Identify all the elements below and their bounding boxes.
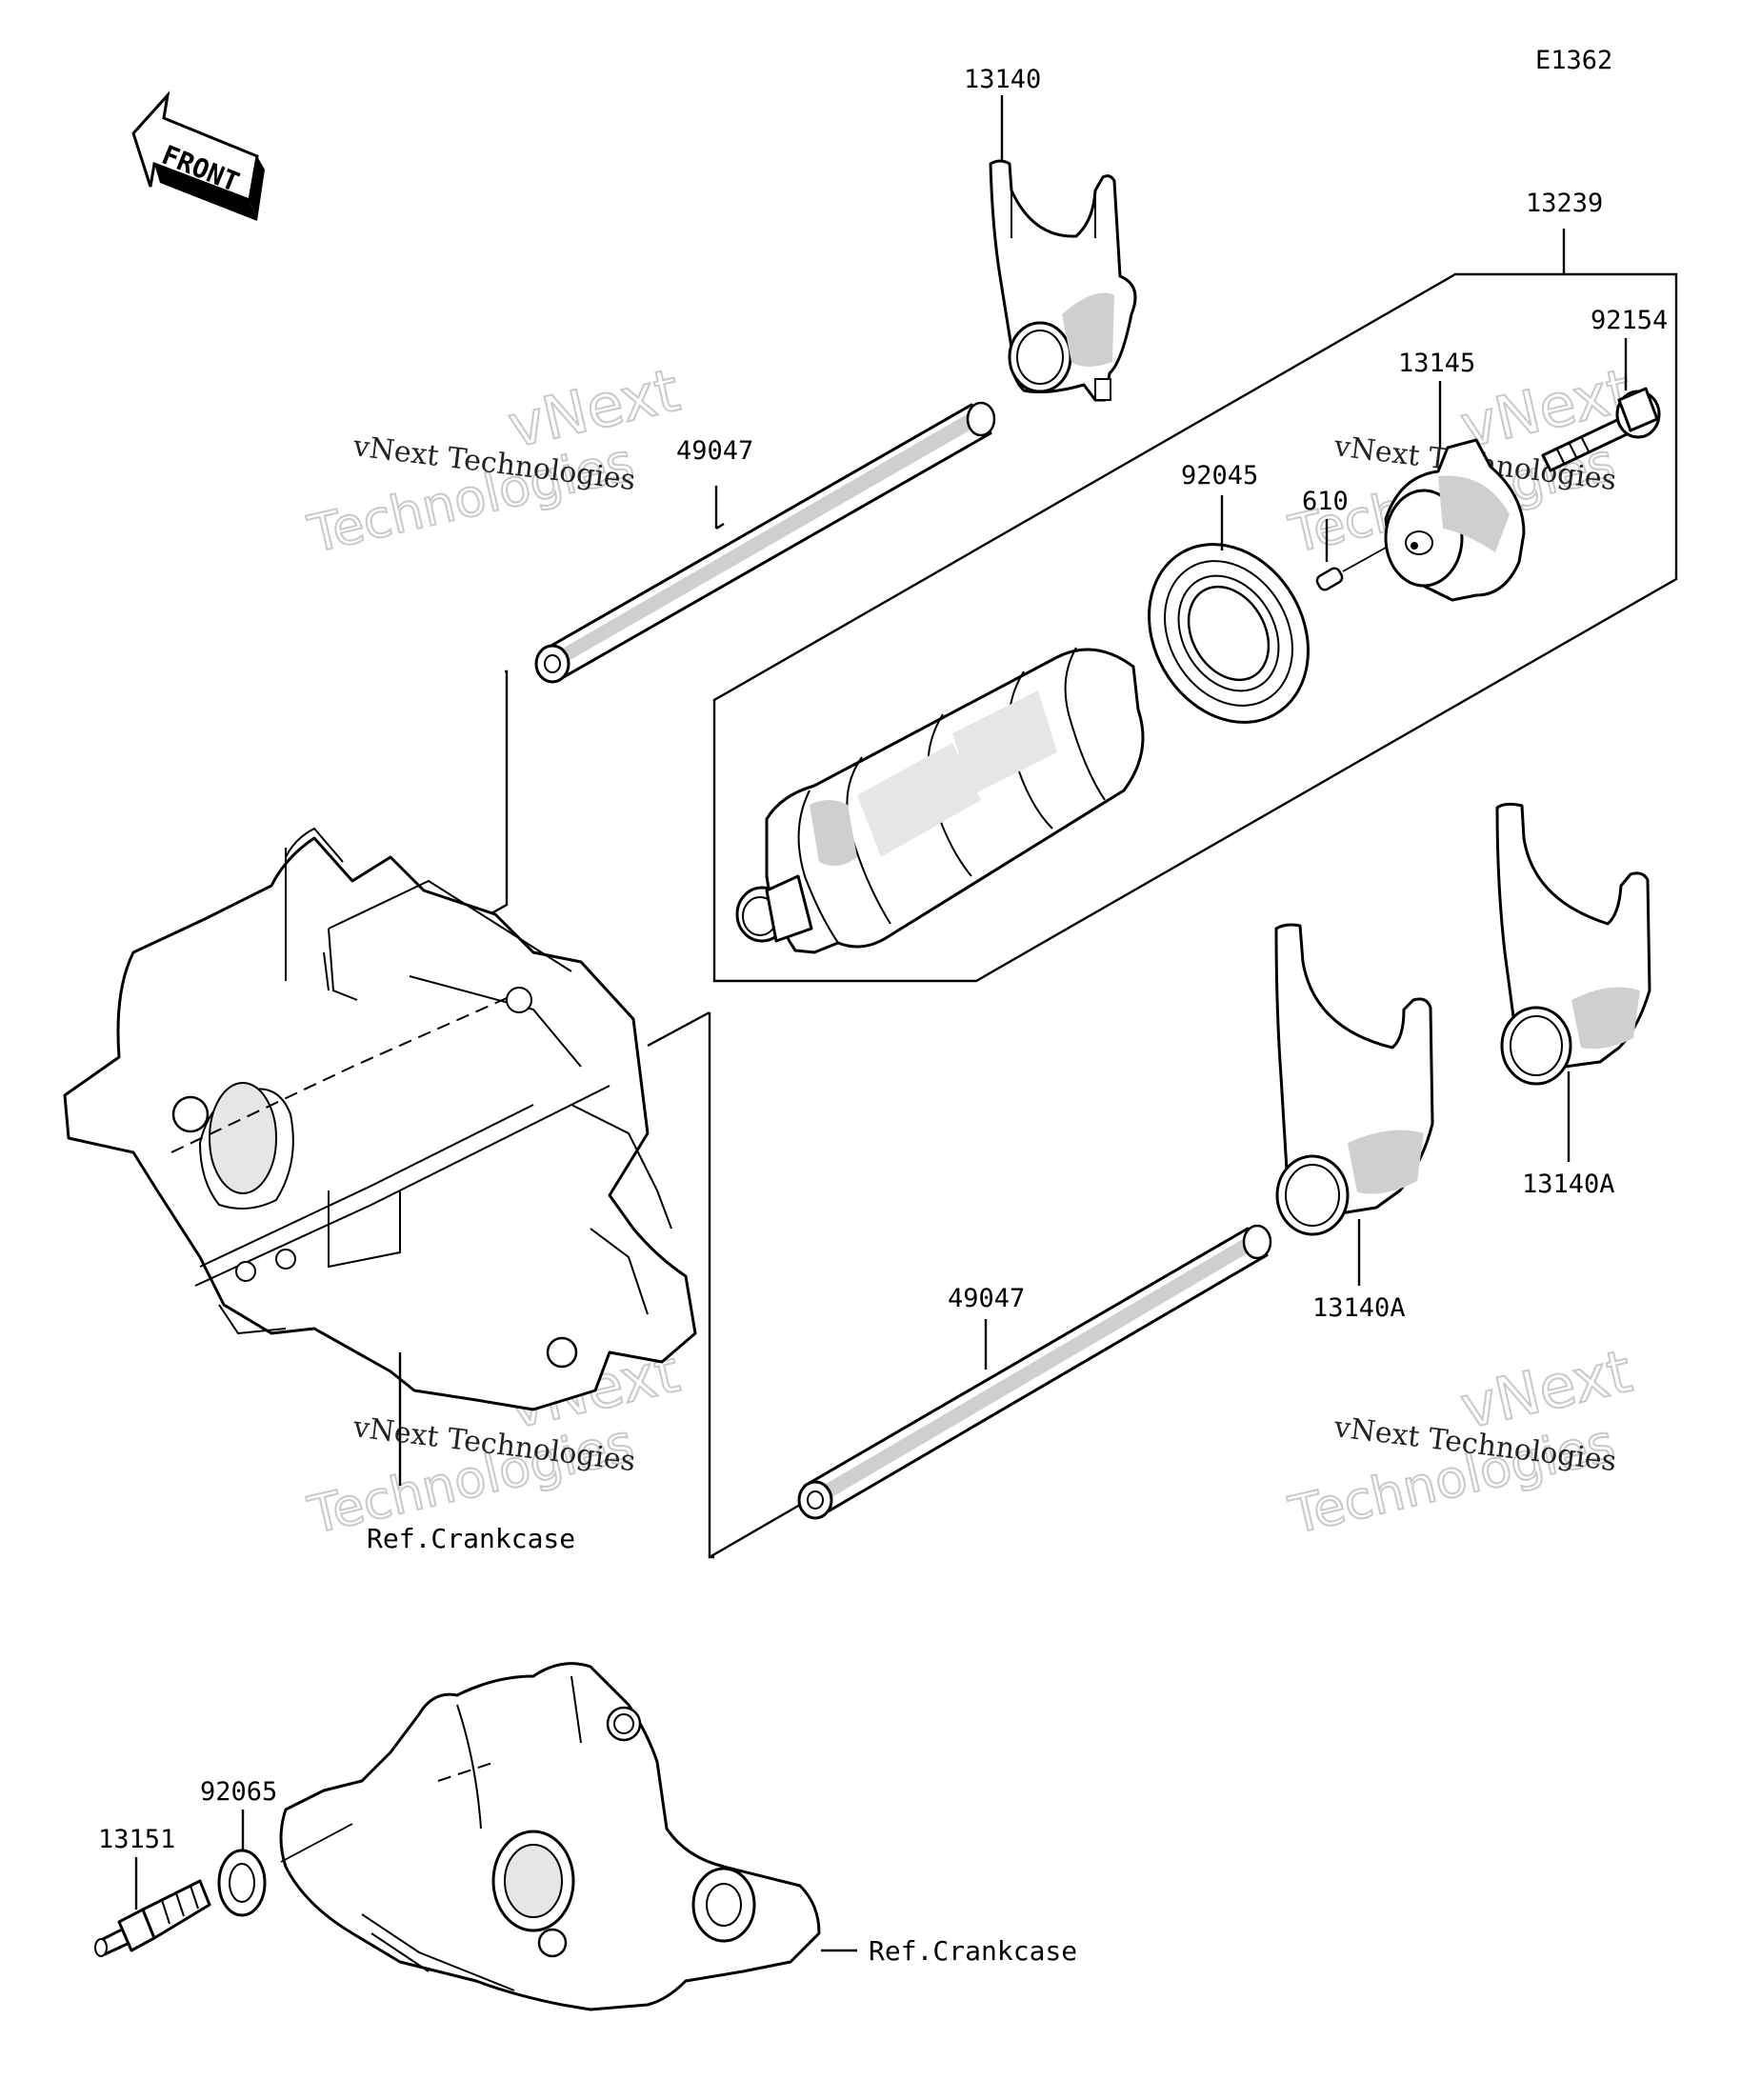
- shift-drum: [735, 647, 1145, 954]
- pin-610: [1315, 567, 1344, 591]
- label-92065: 92065: [200, 1777, 277, 1807]
- label-13140: 13140: [964, 65, 1041, 94]
- label-13140a-mid: 13140A: [1312, 1293, 1406, 1323]
- assembly-bracket-13239: [712, 229, 1678, 983]
- bracket-shaft-lower: [708, 1012, 714, 1559]
- crankcase-upper: [63, 827, 697, 1411]
- leader-washer-to-case: [280, 1823, 353, 1863]
- bearing-92045: [1148, 543, 1310, 724]
- bracket-shaft-upper: [475, 670, 509, 924]
- label-49047-upper: 49047: [676, 436, 753, 466]
- shaft-49047-lower: [797, 1224, 1272, 1520]
- ref-crankcase-lower: Ref.Crankcase: [869, 1935, 1077, 1967]
- label-13151: 13151: [98, 1825, 175, 1854]
- label-92045: 92045: [1181, 461, 1258, 490]
- bolt-92154: [1541, 387, 1661, 472]
- ref-crankcase-upper: Ref.Crankcase: [367, 1523, 575, 1554]
- label-610: 610: [1302, 487, 1349, 516]
- shift-fork-13140: [989, 159, 1137, 402]
- label-13140a-right: 13140A: [1522, 1170, 1615, 1199]
- label-13145: 13145: [1398, 349, 1475, 378]
- watermark-1: vNext Technologies vNext Technologies: [302, 354, 687, 566]
- shaft-49047-upper: [534, 401, 996, 684]
- watermark-4: vNext Technologies vNext Technologies: [1283, 1335, 1639, 1547]
- crankcase-lower: [279, 1662, 821, 2011]
- shift-fork-13140a-right: [1495, 802, 1651, 1086]
- diagram-code: E1362: [1535, 46, 1612, 75]
- label-92154: 92154: [1591, 306, 1668, 335]
- label-49047-lower: 49047: [948, 1284, 1025, 1313]
- washer-92065: [217, 1849, 267, 1917]
- shift-fork-13140a-mid: [1274, 923, 1434, 1236]
- cam-13145: [1384, 438, 1526, 602]
- label-13239: 13239: [1526, 189, 1603, 218]
- neutral-switch-13151: [94, 1879, 211, 1957]
- front-arrow-icon: FRONT: [131, 90, 265, 221]
